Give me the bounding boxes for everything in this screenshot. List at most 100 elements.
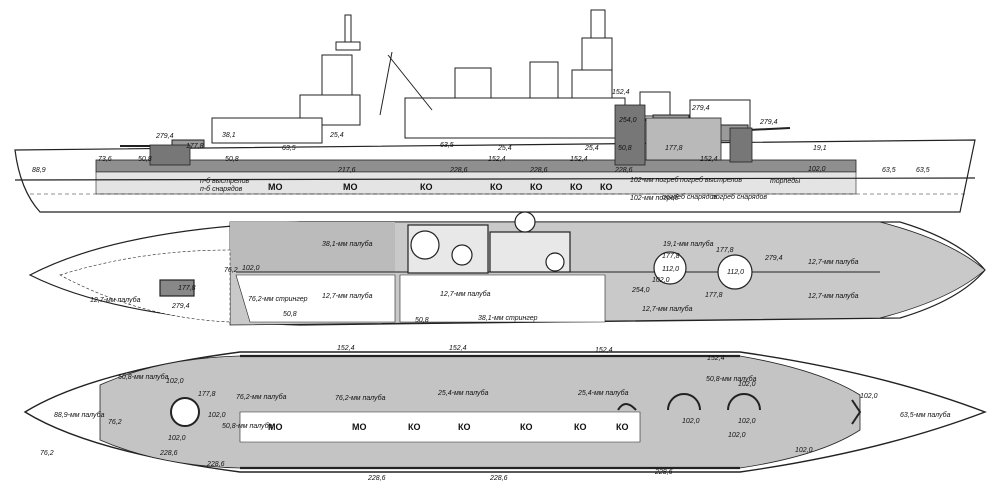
armored-label-19: 102,0 [738, 418, 756, 425]
side-compartment-1: МО [343, 182, 358, 192]
armored-label-1: 152,4 [449, 345, 467, 352]
side-label-26: 102,0 [808, 166, 826, 173]
side-label-13: 152,4 [488, 156, 506, 163]
side-label-11: 228,6 [449, 167, 468, 174]
side-label-8: 73,6 [98, 156, 112, 163]
armored-label-26: 228,6 [654, 469, 673, 476]
side-label-18: 228,6 [614, 167, 633, 174]
side-label-0: 279,4 [155, 133, 174, 140]
armored-label-27: 228,6 [159, 450, 178, 457]
side-compartments: МО МО КО КО КО КО КО [268, 182, 613, 192]
armored-label-8: 25,4-мм палуба [437, 389, 489, 397]
armored-label-3: 152,4 [707, 355, 725, 362]
armored-label-16: 102,0 [168, 435, 186, 442]
upper-labels: 38,1-мм палуба 19,1-мм палуба 12,7-мм па… [90, 240, 859, 324]
side-label-3: 25,4 [329, 132, 344, 139]
upper-label-4: 12,7-мм палуба [440, 290, 491, 298]
side-label-2: 38,1 [222, 132, 236, 139]
side-note-4: погреб выстрелов [680, 176, 742, 184]
side-profile: МО МО КО КО КО КО КО 279,4 177,8 38,1 25… [14, 9, 976, 213]
armored-compartment-6: КО [616, 422, 629, 432]
upper-label-7: 12,7-мм палуба [808, 292, 859, 300]
side-note-3: 102-мм погреб [630, 194, 680, 202]
armored-label-28: 102,0 [860, 393, 878, 400]
upper-label-3: 12,7-мм палуба [322, 292, 373, 300]
side-compartment-6: КО [600, 182, 613, 192]
side-note-6: погреб снарядов [712, 193, 767, 201]
upper-label-21: 279,4 [764, 255, 783, 262]
side-label-25: 152,4 [612, 89, 630, 96]
upper-label-2: 12,7-мм палуба [90, 296, 141, 304]
side-label-24: 19,1 [813, 145, 827, 152]
side-note-7: торпеды [770, 177, 801, 185]
side-note-5: погреб снарядов [662, 193, 717, 201]
side-label-4: 50,8 [138, 156, 152, 163]
upper-label-15: 112,0 [727, 269, 744, 276]
armored-barbettes [170, 393, 862, 427]
upper-label-23: 50,8 [415, 317, 429, 324]
side-label-20: 177,8 [665, 145, 683, 152]
armored-labels: 152,4 152,4 152,4 152,4 50,8-мм палуба 5… [40, 345, 951, 482]
armored-label-4: 50,8-мм палуба [118, 373, 169, 381]
armored-label-21: 76,2 [108, 419, 122, 426]
armored-compartment-0: МО [268, 422, 283, 432]
upper-label-18: 177,8 [662, 253, 680, 260]
side-label-28: 63,5 [916, 167, 930, 174]
armored-label-29: 102,0 [795, 447, 813, 454]
side-note-0: п-б выстрелов [200, 177, 250, 185]
side-compartment-0: МО [268, 182, 283, 192]
side-note-2: 102-мм погреб [630, 176, 680, 184]
armored-compartment-1: МО [352, 422, 367, 432]
side-compartment-3: КО [490, 182, 503, 192]
armored-compartments: МО МО КО КО КО КО КО [268, 422, 629, 432]
armored-label-17: 102,0 [738, 381, 756, 388]
upper-label-17: 254,0 [631, 287, 650, 294]
armored-label-18: 102,0 [682, 418, 700, 425]
upper-label-13: 279,4 [171, 303, 190, 310]
armored-compartment-3: КО [458, 422, 471, 432]
upper-label-14: 112,0 [662, 266, 679, 273]
armored-compartment-2: КО [408, 422, 421, 432]
side-label-22: 279,4 [691, 105, 710, 112]
armored-label-15: 102,0 [208, 412, 226, 419]
armored-label-20: 102,0 [728, 432, 746, 439]
armored-label-7: 76,2-мм палуба [335, 394, 386, 402]
side-label-6: 63,5 [282, 145, 296, 152]
armored-label-24: 228,6 [367, 475, 386, 482]
side-compartment-4: КО [530, 182, 543, 192]
side-label-16: 25,4 [584, 145, 599, 152]
upper-label-6: 12,7-мм палуба [808, 258, 859, 266]
side-label-19: 254,0 [618, 117, 637, 124]
upper-label-10: 76,2 [224, 267, 238, 274]
upper-label-12: 177,8 [178, 285, 196, 292]
side-label-15: 152,4 [570, 156, 588, 163]
side-label-10: 217,6 [337, 167, 356, 174]
armored-label-14: 177,8 [198, 391, 216, 398]
armored-label-2: 152,4 [595, 347, 613, 354]
upper-label-16: 102,0 [652, 277, 670, 284]
side-label-21: 152,4 [700, 156, 718, 163]
armored-label-9: 25,4-мм палуба [577, 389, 629, 397]
side-label-7: 63,5 [440, 142, 454, 149]
side-label-9: 88,9 [32, 167, 46, 174]
armored-label-11: 88,9-мм палуба [54, 411, 105, 419]
armored-label-12: 63,5-мм палуба [900, 411, 951, 419]
side-compartment-5: КО [570, 182, 583, 192]
upper-label-9: 76,2-мм стрингер [248, 296, 308, 303]
upper-deck-plan: 38,1-мм палуба 19,1-мм палуба 12,7-мм па… [28, 211, 986, 326]
upper-label-1: 19,1-мм палуба [663, 240, 714, 248]
armored-compartment-4: КО [520, 422, 533, 432]
armored-label-0: 152,4 [337, 345, 355, 352]
armored-label-13: 102,0 [166, 378, 184, 385]
side-label-27: 63,5 [882, 167, 896, 174]
armored-label-22: 76,2 [40, 450, 54, 457]
upper-label-5: 12,7-мм палуба [642, 305, 693, 313]
armored-label-10: 50,8-мм палуба [222, 422, 273, 430]
upper-label-8: 38,1-мм стрингер [478, 315, 538, 322]
side-label-12: 228,6 [529, 167, 548, 174]
side-label-14: 25,4 [497, 145, 512, 152]
side-note-1: п-б снарядов [200, 185, 243, 193]
armored-label-6: 76,2-мм палуба [236, 393, 287, 401]
